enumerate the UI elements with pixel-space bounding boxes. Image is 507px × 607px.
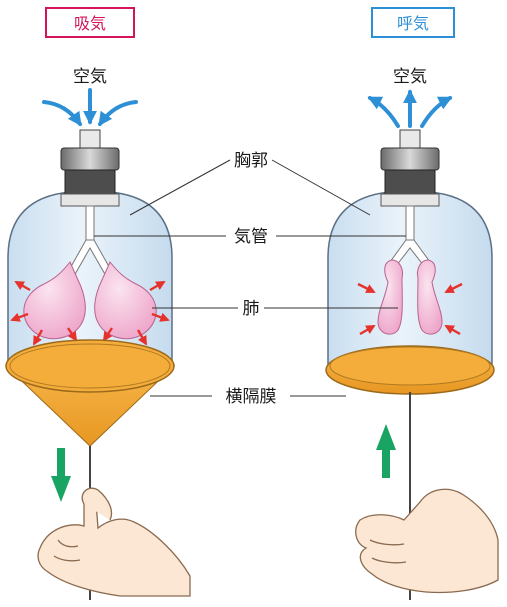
exhale-air-label: 空気: [393, 67, 427, 87]
inhale-expansion-arrows: [10, 280, 170, 346]
air-out-arrow-left: [367, 96, 400, 128]
inhale-title: 吸気: [74, 14, 106, 33]
push-up-arrow: [376, 424, 396, 478]
inhale-lung-left: [23, 261, 86, 340]
exhale-lung-right: [417, 259, 443, 335]
exhale-stopper: [380, 129, 440, 207]
exhale-diaphragm-top: [329, 346, 491, 386]
exhale-compression-arrows: [357, 282, 463, 336]
exhale-title: 呼気: [397, 14, 429, 33]
exhale-air-arrows: [367, 89, 453, 128]
label-chest: 胸郭: [234, 151, 268, 171]
inhale-hand: [37, 487, 191, 597]
air-out-arrow-right: [420, 96, 453, 128]
exhale-lungs: [377, 259, 443, 335]
inhale-lung-right: [94, 261, 157, 340]
inhale-stopper: [60, 129, 120, 207]
exhale-hand: [355, 488, 499, 594]
inhale-title-box: [45, 7, 135, 38]
inhale-lungs: [23, 261, 157, 340]
inhale-air-arrows: [42, 88, 138, 127]
center-labels: 胸郭 気管 肺 横隔膜: [94, 151, 406, 407]
inhale-diaphragm-inner-rim: [9, 343, 171, 389]
air-in-arrow-left: [42, 100, 82, 127]
inhale-diaphragm-rim: [5, 339, 175, 393]
exhale-title-box: [371, 7, 455, 38]
exhale-model: 呼気 空気: [325, 7, 499, 600]
label-lung: 肺: [243, 299, 260, 319]
label-trachea: 気管: [234, 227, 268, 247]
exhale-lung-left: [377, 259, 403, 335]
air-in-arrow-right: [98, 100, 138, 127]
inhale-air-label: 空気: [73, 67, 107, 87]
inhale-model: 吸気 空気: [4, 7, 191, 600]
label-diaphragm: 横隔膜: [226, 387, 277, 407]
pull-down-arrow: [51, 448, 71, 502]
